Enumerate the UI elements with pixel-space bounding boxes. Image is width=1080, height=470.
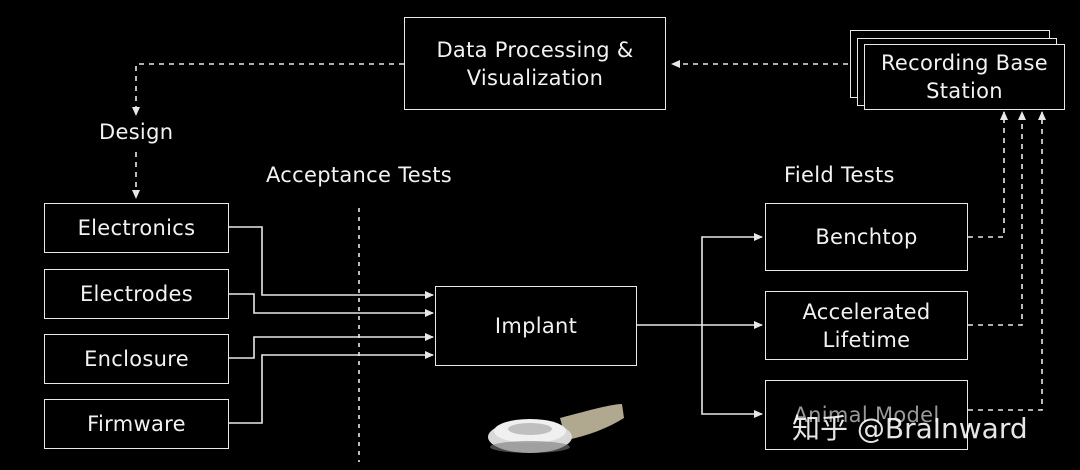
benchtop-label: Benchtop (815, 225, 918, 249)
recording-base-station-line1: Recording Base (880, 51, 1049, 75)
watermark: 知乎 @BraInward (792, 412, 1028, 445)
data-processing-line1: Data Processing & (436, 37, 634, 62)
arrow-lifetime-to-station (968, 111, 1026, 326)
arrow-processing-to-design (132, 63, 404, 116)
firmware-label: Firmware (87, 412, 186, 436)
firmware-box: Firmware (44, 399, 229, 449)
implant-label: Implant (494, 314, 578, 338)
arrow-electrodes-to-implant (229, 293, 434, 317)
arrow-firmware-to-implant (229, 351, 434, 424)
arrow-implant-to-animal (701, 325, 763, 418)
electronics-label: Electronics (77, 216, 196, 240)
accelerated-lifetime-line2: Lifetime (822, 327, 911, 352)
enclosure-label: Enclosure (84, 347, 189, 371)
recording-base-station-line2: Station (926, 79, 1003, 103)
animal-model-box: Animal Model (765, 380, 968, 450)
electronics-box: Electronics (44, 203, 229, 253)
arrow-implant-to-benchtop (701, 233, 763, 325)
implant-device-illustration (488, 404, 624, 453)
animal-model-label: Animal Model (793, 403, 940, 427)
enclosure-box: Enclosure (44, 334, 229, 384)
accelerated-lifetime-line1: Accelerated (802, 299, 931, 324)
arrow-animal-to-station (968, 111, 1046, 411)
data-processing-box: Data Processing & Visualization (404, 17, 666, 110)
acceptance-tests-label: Acceptance Tests (266, 163, 452, 187)
electrodes-box: Electrodes (44, 269, 229, 319)
arrow-enclosure-to-implant (229, 333, 434, 359)
electrodes-label: Electrodes (79, 282, 193, 306)
data-processing-line2: Visualization (466, 65, 604, 90)
field-tests-label: Field Tests (784, 163, 895, 187)
arrow-electronics-to-implant (229, 226, 434, 299)
design-label: Design (99, 120, 174, 144)
recording-base-station-box: Recording Base Station (864, 44, 1065, 110)
implant-box: Implant (435, 286, 637, 366)
benchtop-box: Benchtop (765, 203, 968, 271)
accelerated-lifetime-box: Accelerated Lifetime (765, 291, 968, 360)
arrow-benchtop-to-station (968, 111, 1008, 238)
